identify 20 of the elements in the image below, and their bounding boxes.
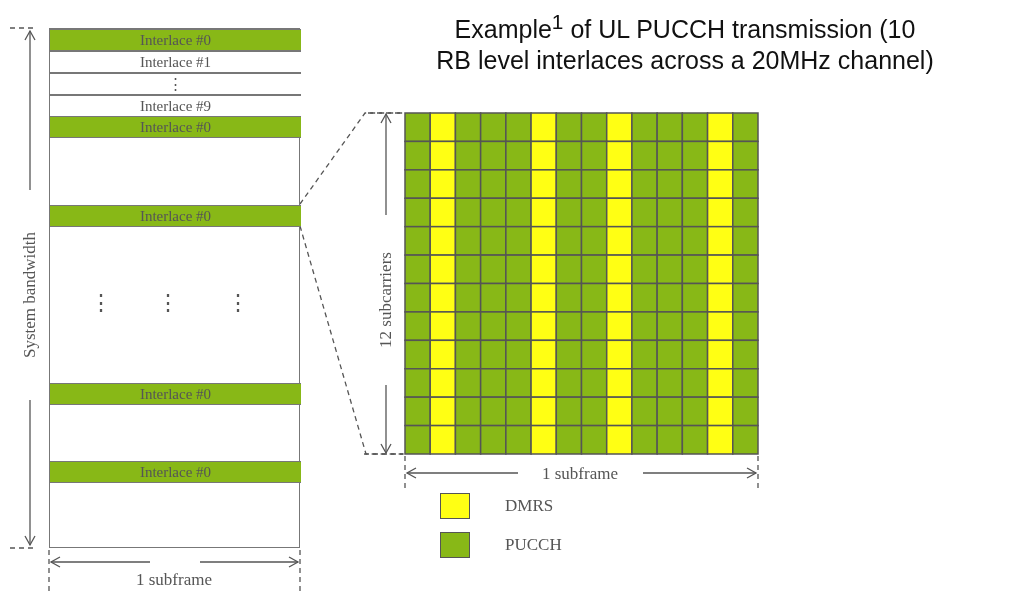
ellipsis-mark: ⋮ [90, 290, 112, 316]
dimension-label: System bandwidth [20, 231, 40, 359]
bandwidth-frame [49, 28, 300, 548]
dimension-label: 1 subframe [542, 464, 618, 484]
legend-label: DMRS [505, 497, 554, 516]
interlace-row: Interlace #9 [50, 95, 301, 117]
interlace-band: Interlace #0 [50, 29, 301, 51]
dimension-label: 1 subframe [136, 570, 212, 590]
interlace-row: ⋮ [50, 73, 301, 95]
interlace-row: Interlace #1 [50, 51, 301, 73]
interlace-band: Interlace #0 [50, 205, 301, 227]
interlace-band: Interlace #0 [50, 383, 301, 405]
ellipsis-mark: ⋮ [157, 290, 179, 316]
interlace-band: Interlace #0 [50, 461, 301, 483]
interlace-band: Interlace #0 [50, 116, 301, 138]
ellipsis-mark: ⋮ [227, 290, 249, 316]
diagram-title: Example$^{1}$ of UL PUCCH transmission (10 RB level interlaces across a 20MHz channel) [435, 9, 935, 77]
zoom-line [299, 225, 406, 455]
dimension-label: 12 subcarriers [376, 252, 396, 348]
legend-label: PUCCH [505, 536, 562, 555]
